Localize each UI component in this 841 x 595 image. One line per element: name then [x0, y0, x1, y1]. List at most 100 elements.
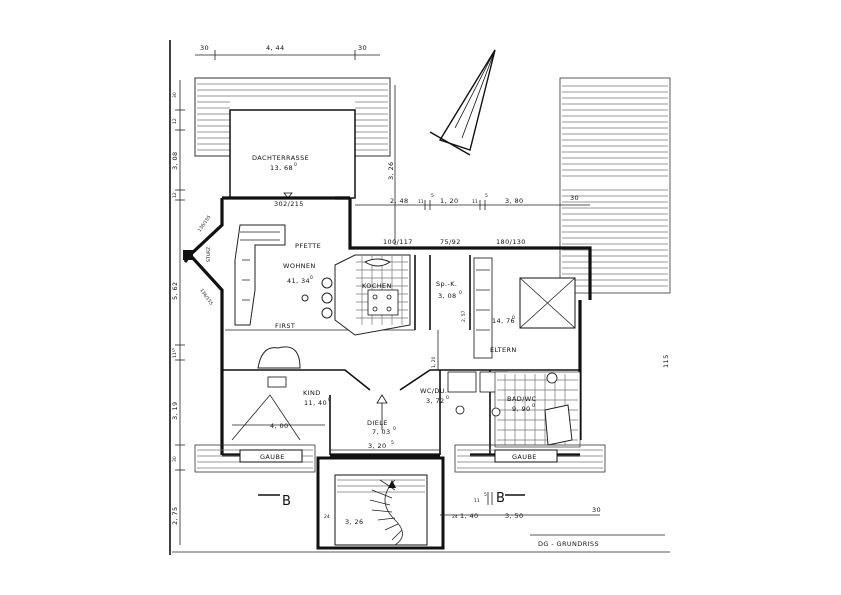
- dim-3-20-sup: 5: [391, 440, 394, 446]
- opening-75-92: 75/92: [440, 238, 461, 246]
- dim-1-20: 1, 20: [440, 197, 459, 205]
- top-dimension: 30 4, 44 30: [195, 44, 380, 60]
- right-roof-area: [559, 77, 671, 294]
- dim-top-30-right: 30: [358, 44, 367, 52]
- north-arrow-icon: [429, 49, 496, 156]
- dim-sup-1: 5: [431, 193, 434, 199]
- bath-fixtures: [491, 371, 581, 448]
- stairwell: [316, 456, 445, 550]
- opening-terrace: 302/215: [274, 200, 304, 208]
- dim-vert-3-26: 3, 26: [387, 161, 395, 180]
- dim-left-3-19: 3, 19: [171, 401, 179, 420]
- room-name-kochen: KOCHEN: [362, 282, 392, 290]
- gaube-left-label: GAUBE: [260, 453, 285, 461]
- room-area-wohnen: 41, 34: [287, 277, 310, 285]
- window-diag-lower: 136/155: [198, 288, 214, 307]
- room-area-dachterrasse: 13, 68: [270, 164, 293, 172]
- dim-11-a: 11: [418, 199, 424, 205]
- left-dimension-chain: [175, 80, 185, 545]
- rug: [257, 346, 301, 369]
- stair-arrow-icon: [388, 480, 396, 488]
- opening-180-130: 180/130: [496, 238, 526, 246]
- room-area-speisekammer: 3, 08: [438, 292, 457, 300]
- dim-left-5-62: 5, 62: [171, 281, 179, 300]
- double-bed: [519, 277, 576, 329]
- room-area-sup-dachterrasse: 0: [294, 162, 297, 168]
- terrace-arrow-icon: [283, 192, 293, 199]
- room-area-sup-speisekammer: 0: [459, 290, 462, 296]
- dim-left-sup: 5: [172, 348, 175, 354]
- dim-top-30-left: 30: [200, 44, 209, 52]
- dim-1-20-vert: 1, 20: [431, 356, 437, 368]
- sofa: [234, 224, 286, 326]
- room-area-diele: 7, 03: [372, 428, 391, 436]
- interior-walls: [222, 196, 580, 455]
- terrace-parapet: [194, 77, 391, 199]
- dim-left-11: 11: [172, 352, 178, 358]
- kind-roof-line: [231, 394, 301, 441]
- dim-top-width: 4, 44: [266, 44, 285, 52]
- room-area-sup-wohnen: 0: [310, 275, 313, 281]
- gaube-right-label: GAUBE: [512, 453, 537, 461]
- dim-stair-sup: 5: [484, 492, 487, 498]
- stair-dimension-row: [440, 492, 600, 516]
- dim-3-80: 3, 80: [505, 197, 524, 205]
- window-diag-upper: 136/155: [197, 214, 213, 233]
- dim-right-115: 115: [662, 354, 670, 368]
- dim-sup-2: 5: [485, 193, 488, 199]
- wardrobe: [473, 257, 493, 359]
- dim-left-3-08: 3, 08: [171, 151, 179, 170]
- plan-title: DG - GRUNDRISS: [538, 540, 599, 548]
- dim-left-30-top: 30: [172, 92, 178, 98]
- room-area-badwc: 9, 90: [512, 405, 531, 413]
- room-area-sup-eltern: 0: [512, 315, 515, 321]
- room-name-dachterrasse: DACHTERRASSE: [252, 154, 309, 162]
- room-area-sup-wcdu: 0: [446, 395, 449, 401]
- room-name-eltern: ELTERN: [490, 346, 517, 354]
- dim-4-00: 4, 00: [270, 422, 289, 430]
- room-name-badwc: BAD/WC: [507, 395, 537, 403]
- dim-2-48: 2, 48: [390, 197, 409, 205]
- dim-stair-24b: 24: [452, 514, 458, 520]
- room-name-speisekammer: Sp.-K.: [436, 280, 457, 288]
- dining-chairs: [301, 277, 333, 319]
- label-first: FIRST: [275, 322, 295, 330]
- dim-3-20: 3, 20: [368, 442, 387, 450]
- dim-stair-3-50: 3, 50: [505, 512, 524, 520]
- entry-arrow-icon: [376, 394, 388, 430]
- dim-30-right: 30: [570, 194, 579, 202]
- section-marker-left: B: [282, 494, 291, 509]
- room-area-eltern: 14, 76: [492, 317, 515, 325]
- room-name-wohnen: WOHNEN: [283, 262, 316, 270]
- dim-stair-30: 30: [592, 506, 601, 514]
- dim-stair-24: 24: [324, 514, 330, 520]
- room-area-sup-diele: 0: [393, 426, 396, 432]
- room-area-sup-badwc: 0: [532, 403, 535, 409]
- gaube-left: [194, 444, 316, 473]
- room-area-wcdu: 3, 72: [426, 397, 445, 405]
- kind-desk: [267, 376, 287, 388]
- sturz-label: STURZ: [206, 247, 212, 262]
- label-pfette: PFETTE: [295, 242, 321, 250]
- middle-dimension-row: 2, 48 11 5 1, 20 11 5 3, 80 30: [355, 193, 590, 210]
- room-name-diele: DIELE: [367, 419, 388, 427]
- room-area-sup-kind: 0: [328, 397, 331, 403]
- room-area-kind: 11, 40: [304, 399, 327, 407]
- dim-stair-1-40: 1, 40: [460, 512, 479, 520]
- section-marker-right: B: [496, 491, 505, 506]
- dim-left-12: 12: [172, 118, 178, 124]
- dim-11-b: 11: [472, 199, 478, 205]
- kitchen-area: [334, 254, 411, 336]
- dim-2-57: 2, 57: [461, 310, 467, 322]
- dim-stair-3-26: 3, 26: [345, 518, 364, 526]
- dim-stair-11: 11: [474, 498, 480, 504]
- dim-left-30-bot: 30: [172, 456, 178, 462]
- gaube-right: [454, 444, 606, 473]
- dim-left-2-75: 2, 75: [171, 506, 179, 525]
- opening-100-117: 100/117: [383, 238, 413, 246]
- chimney-column: [183, 250, 193, 260]
- room-name-wcdu: WC/DU.: [420, 387, 447, 395]
- room-name-kind: KIND: [303, 389, 321, 397]
- dim-left-12b: 12: [172, 192, 178, 198]
